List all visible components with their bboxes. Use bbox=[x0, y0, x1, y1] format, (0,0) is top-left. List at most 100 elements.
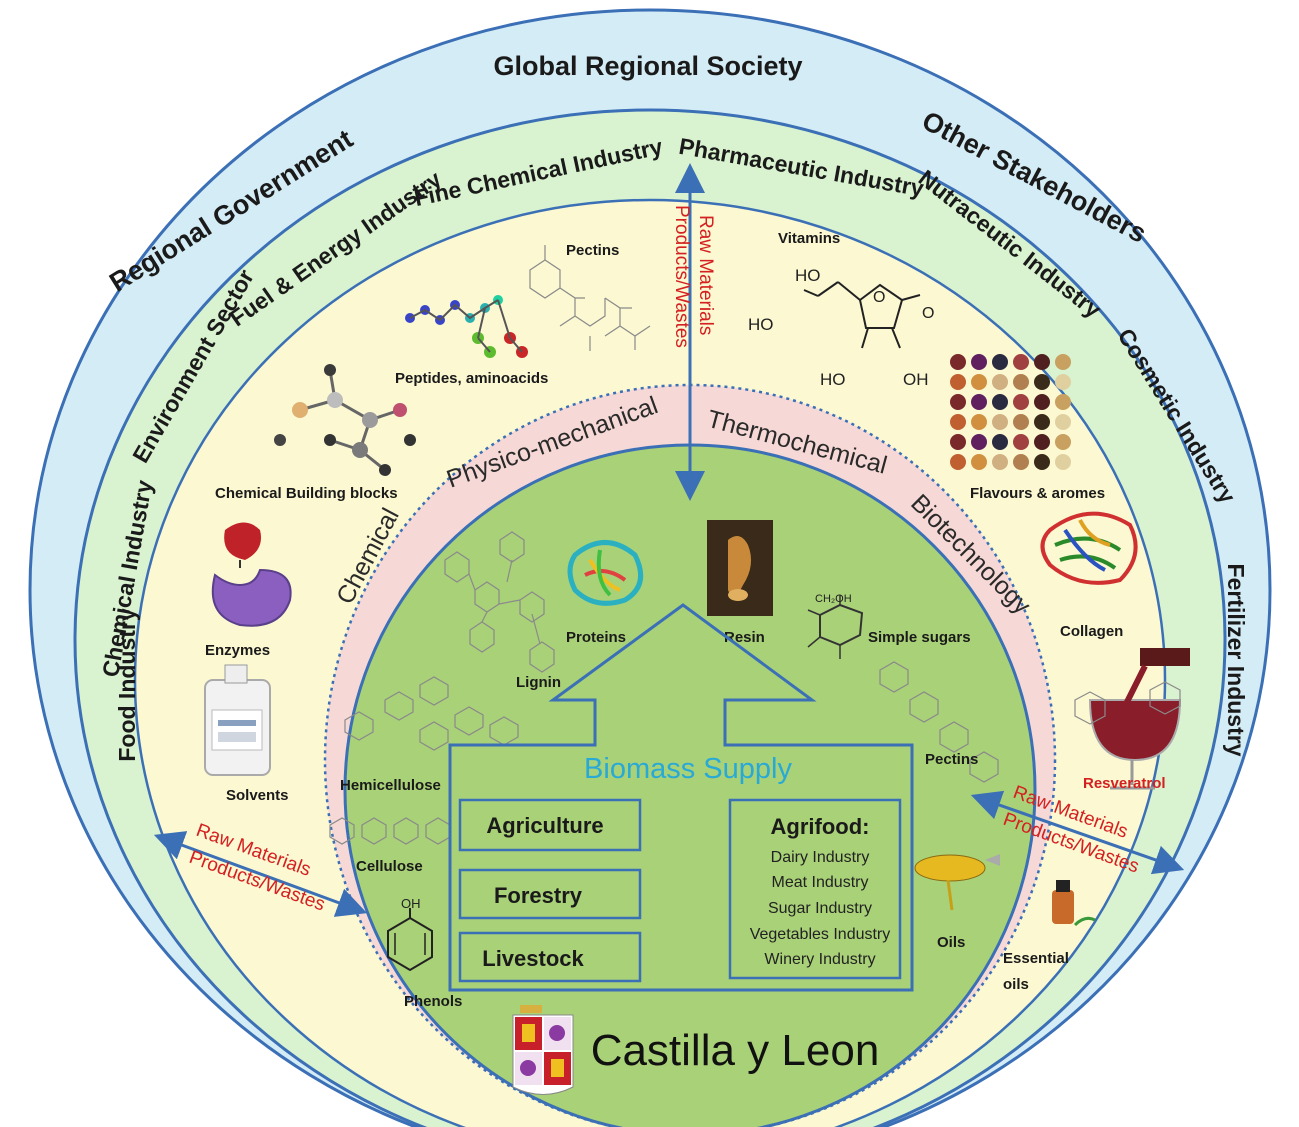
resin-photo-icon bbox=[707, 520, 773, 616]
flavour-dot bbox=[950, 454, 966, 470]
essential-oils-label-1: Essential bbox=[1003, 950, 1069, 967]
flavours-grid-icon bbox=[950, 354, 1071, 470]
agrifood-item-sugar: Sugar Industry bbox=[768, 900, 872, 917]
biomass-supply-arrow bbox=[448, 603, 914, 992]
enzymes-icon bbox=[211, 522, 292, 627]
global-society-label: Global Regional Society bbox=[493, 51, 802, 81]
flavour-dot bbox=[971, 454, 987, 470]
peptides-label: Peptides, aminoacids bbox=[395, 370, 548, 387]
vitamin-ho-top: HO bbox=[795, 266, 821, 285]
agrifood-box bbox=[728, 798, 902, 980]
flavour-dot bbox=[992, 454, 1008, 470]
resveratrol-label: Resveratrol bbox=[1083, 775, 1166, 792]
building-blocks-label: Chemical Building blocks bbox=[215, 485, 398, 502]
forestry-box bbox=[458, 868, 642, 920]
flavour-dot bbox=[950, 394, 966, 410]
flavour-dot bbox=[971, 434, 987, 450]
agrifood-item-meat: Meat Industry bbox=[772, 874, 869, 891]
glucose-ch2oh: CH₂OH bbox=[815, 593, 852, 605]
solvents-jug-icon bbox=[204, 664, 271, 776]
simple-sugars-label: Simple sugars bbox=[868, 629, 971, 646]
oils-label: Oils bbox=[937, 934, 965, 951]
enzymes-label: Enzymes bbox=[205, 642, 270, 659]
vitamin-o-ring: O bbox=[873, 289, 885, 306]
cellulose-structure-icon bbox=[329, 817, 451, 845]
proteins-icon bbox=[567, 540, 644, 606]
flavour-dot bbox=[1034, 434, 1050, 450]
flavour-dot bbox=[1055, 414, 1071, 430]
hemicellulose-structure-icon bbox=[344, 676, 519, 751]
agriculture-label: Agriculture bbox=[486, 813, 603, 838]
vitamin-ho-bottom: HO bbox=[820, 370, 846, 389]
flavour-dot bbox=[992, 374, 1008, 390]
solvents-label: Solvents bbox=[226, 787, 289, 804]
building-blocks-molecule-icon bbox=[274, 364, 416, 476]
livestock-label: Livestock bbox=[482, 946, 584, 971]
flavours-label: Flavours & aromes bbox=[970, 485, 1105, 502]
phenol-oh: OH bbox=[401, 896, 421, 911]
biomass-supply-title: Biomass Supply bbox=[584, 753, 792, 785]
flavour-dot bbox=[1055, 374, 1071, 390]
oils-icon bbox=[914, 854, 1000, 911]
flavour-dot bbox=[971, 374, 987, 390]
pectins-inner-label: Pectins bbox=[925, 751, 978, 768]
flavour-dot bbox=[992, 414, 1008, 430]
flavour-dot bbox=[1013, 354, 1029, 370]
flavour-dot bbox=[1013, 454, 1029, 470]
glucose-structure-icon: CH₂OH bbox=[807, 593, 864, 659]
fertilizer-label: Fertilizer Industry bbox=[1223, 564, 1249, 757]
lignin-label: Lignin bbox=[516, 674, 561, 691]
flavour-dot bbox=[1034, 394, 1050, 410]
essential-oils-icon bbox=[1052, 880, 1096, 927]
flavour-dot bbox=[1034, 374, 1050, 390]
agriculture-box bbox=[458, 798, 642, 852]
phenols-label: Phenols bbox=[404, 993, 462, 1010]
flavour-dot bbox=[1013, 394, 1029, 410]
collagen-label: Collagen bbox=[1060, 623, 1123, 640]
flavour-dot bbox=[1034, 414, 1050, 430]
resin-label: Resin bbox=[724, 629, 765, 646]
flavour-dot bbox=[1013, 434, 1029, 450]
flavour-dot bbox=[950, 434, 966, 450]
flavour-dot bbox=[950, 354, 966, 370]
pectins-structure-icon bbox=[529, 245, 651, 351]
flavour-dot bbox=[992, 354, 1008, 370]
flavour-dot bbox=[1055, 454, 1071, 470]
right-flow-arrow bbox=[970, 790, 1185, 875]
castilla-leon-coat-of-arms-icon bbox=[512, 1005, 574, 1095]
vitamin-ho-left: HO bbox=[748, 315, 774, 334]
peptides-molecule-icon bbox=[405, 295, 528, 358]
pectins-top-label: Pectins bbox=[566, 242, 619, 259]
agrifood-item-dairy: Dairy Industry bbox=[771, 849, 870, 866]
forestry-label: Forestry bbox=[494, 883, 583, 908]
collagen-icon bbox=[1040, 511, 1138, 585]
flavour-dot bbox=[1034, 354, 1050, 370]
agrifood-item-vegetables: Vegetables Industry bbox=[750, 926, 891, 943]
flavour-dot bbox=[971, 354, 987, 370]
flavour-dot bbox=[1055, 394, 1071, 410]
vitamin-o-carbonyl: O bbox=[922, 305, 934, 322]
vitamin-oh-bottom: OH bbox=[903, 370, 929, 389]
top-flow-label-2: Products/Wastes bbox=[671, 205, 692, 348]
cellulose-label: Cellulose bbox=[356, 858, 423, 875]
hemicellulose-label: Hemicellulose bbox=[340, 777, 441, 794]
agrifood-title: Agrifood: bbox=[771, 814, 870, 839]
flavour-dot bbox=[1013, 414, 1029, 430]
region-name: Castilla y Leon bbox=[591, 1026, 880, 1075]
flavour-dot bbox=[992, 394, 1008, 410]
proteins-label: Proteins bbox=[566, 629, 626, 646]
flavour-dot bbox=[971, 414, 987, 430]
flavour-dot bbox=[1055, 354, 1071, 370]
flavour-dot bbox=[1013, 374, 1029, 390]
flavour-dot bbox=[950, 374, 966, 390]
left-flow-arrow bbox=[153, 831, 368, 917]
agrifood-item-winery: Winery Industry bbox=[764, 951, 875, 968]
essential-oils-label-2: oils bbox=[1003, 976, 1029, 993]
vitamins-label: Vitamins bbox=[778, 230, 840, 247]
lignin-structure-icon bbox=[444, 531, 555, 673]
flavour-dot bbox=[1055, 434, 1071, 450]
pectins-inner-structure-icon bbox=[879, 661, 999, 783]
phenol-structure-icon: OH bbox=[387, 896, 433, 972]
flavour-dot bbox=[971, 394, 987, 410]
